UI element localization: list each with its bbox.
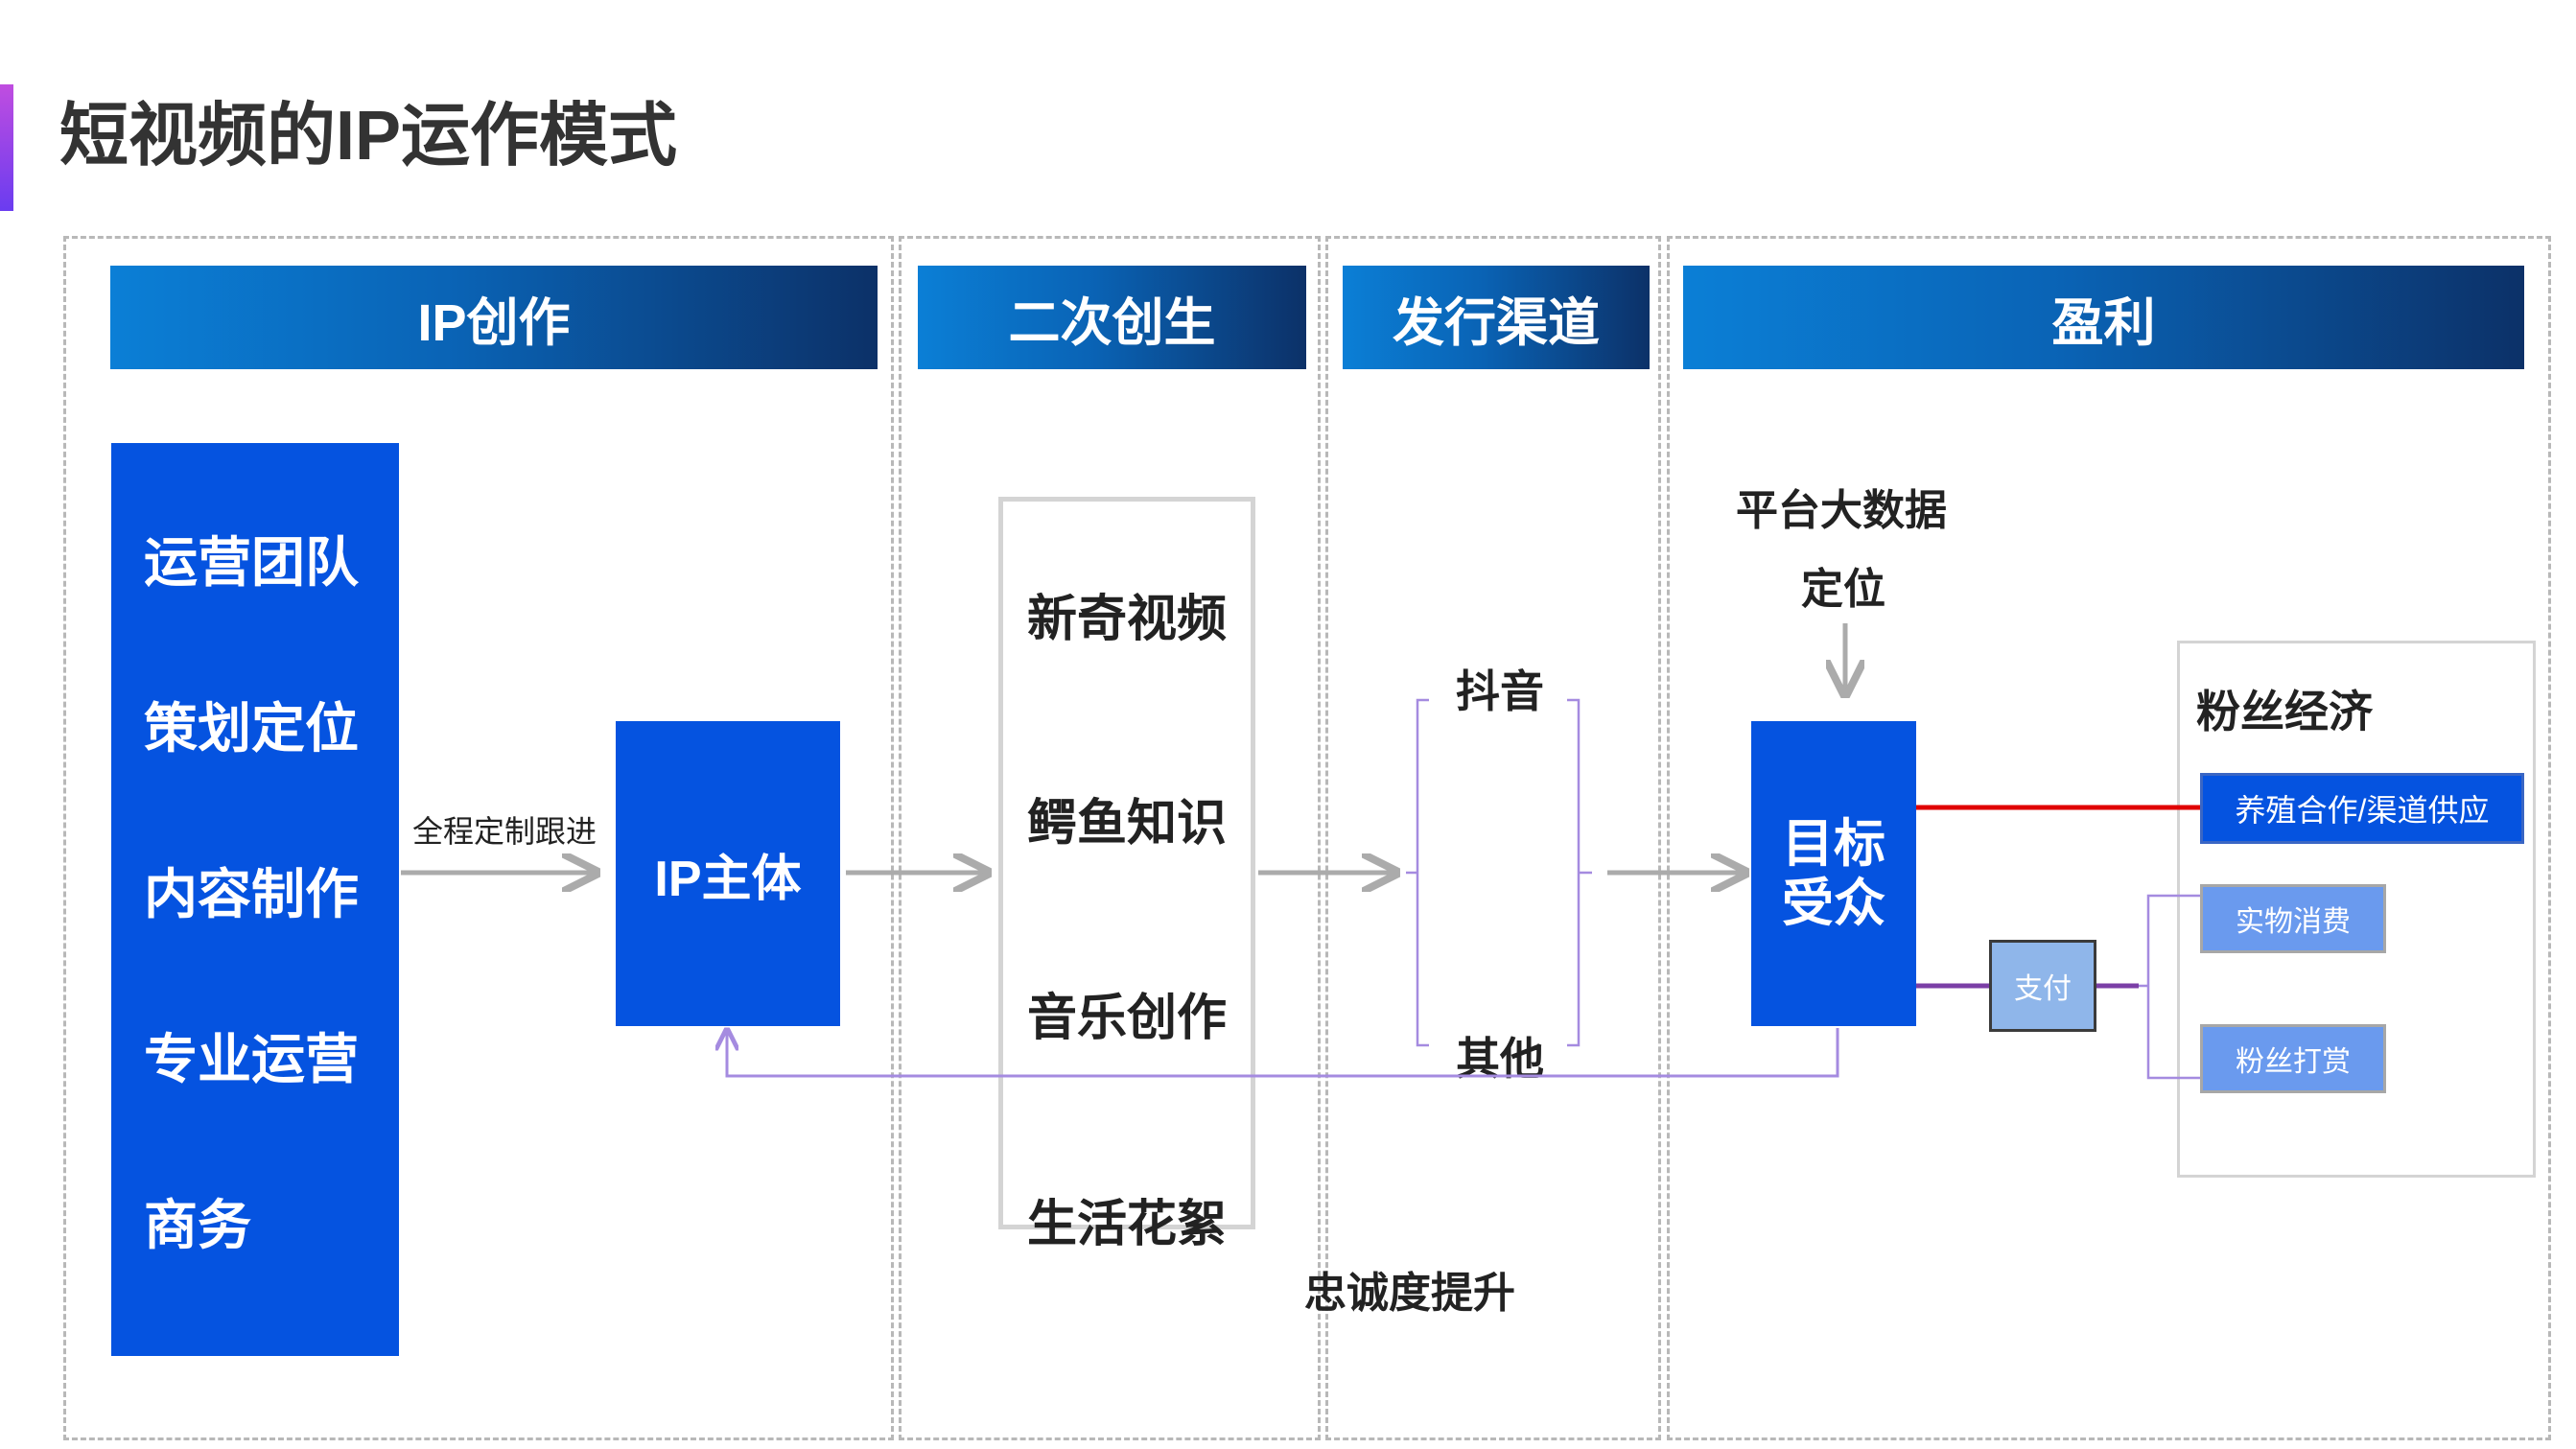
content-item-crocodile-knowledge: 鳄鱼知识 [1026,796,1227,852]
channel-bracket-left [1406,698,1429,1047]
tile-breeding-cooperation: 养殖合作/渠道供应 [2200,773,2524,844]
title-accent-bar [0,84,13,211]
section-ip-creation [63,236,894,1440]
content-types-box: 新奇视频 鳄鱼知识 音乐创作 生活花絮 [998,497,1255,1252]
team-panel: 运营团队 策划定位 内容制作 专业运营 商务 [111,443,399,1356]
team-item-pro-operations: 专业运营 [144,1029,359,1090]
pay-label: 支付 [2014,973,2072,1005]
tile-fan-tipping: 粉丝打赏 [2200,1024,2386,1093]
tracking-label: 全程定制跟进 [412,814,597,849]
content-item-music-creation: 音乐创作 [1026,991,1227,1046]
loyalty-feedback-line [727,1028,1839,1078]
tile-breeding-cooperation-label: 养殖合作/渠道供应 [2235,793,2490,828]
header-channel: 发行渠道 [1343,266,1650,369]
big-data-label-line1: 平台大数据 [1736,487,1947,534]
pay-box: 支付 [1989,940,2096,1032]
loyalty-label: 忠诚度提升 [1304,1270,1515,1317]
channel-bracket-right [1567,698,1592,1047]
target-audience-box: 目标 受众 [1751,721,1916,1026]
header-ip-creation: IP创作 [110,266,878,369]
big-data-label-line2: 定位 [1801,566,1885,613]
page-title: 短视频的IP运作模式 [59,98,678,175]
header-derivative: 二次创生 [918,266,1306,369]
target-audience-line2: 受众 [1782,875,1885,932]
pay-bracket [2139,894,2169,1080]
tile-physical-consumption-label: 实物消费 [2236,906,2351,938]
section-channel [1325,236,1661,1440]
team-item-business: 商务 [144,1195,251,1255]
team-item-planning: 策划定位 [144,697,359,759]
content-item-novel-video: 新奇视频 [1026,592,1227,647]
team-item-production: 内容制作 [144,863,359,924]
ip-core-label: IP主体 [654,851,802,907]
channel-douyin: 抖音 [1456,666,1544,716]
team-item-operations: 运营团队 [144,532,359,593]
tile-fan-tipping-label: 粉丝打赏 [2236,1046,2351,1078]
section-derivative [899,236,1321,1440]
ip-core-box: IP主体 [616,721,840,1026]
section-profit [1667,236,2551,1440]
header-profit: 盈利 [1683,266,2524,369]
content-item-life-snippets: 生活花絮 [1026,1197,1227,1252]
target-audience-line1: 目标 [1782,814,1885,873]
fan-economy-title: 粉丝经济 [2196,687,2373,736]
tile-physical-consumption: 实物消费 [2200,884,2386,953]
